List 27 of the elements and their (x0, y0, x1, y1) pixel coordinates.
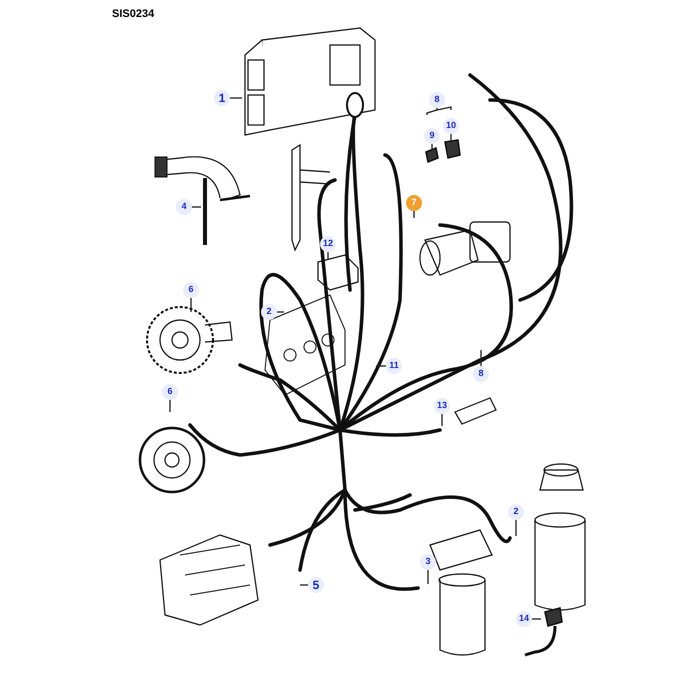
callout-number: 2 (508, 504, 524, 520)
callout-number: 4 (176, 199, 192, 215)
callout-number: 3 (420, 554, 436, 570)
leader-line (480, 350, 482, 366)
leader-line (169, 400, 171, 412)
leader-line (230, 97, 242, 99)
callout-number: 8 (429, 92, 445, 108)
callout-number: 7 (406, 195, 422, 211)
callout-number: 10 (443, 118, 459, 134)
callout-number: 5 (308, 577, 324, 593)
callout-number: 14 (516, 611, 532, 627)
leader-line (190, 298, 192, 312)
leader-line (376, 365, 386, 367)
callout-number: 8 (473, 366, 489, 382)
callout-number: 6 (162, 384, 178, 400)
callout-number: 1 (214, 90, 230, 106)
callout-number: 9 (424, 128, 440, 144)
leader-line (515, 520, 517, 536)
callout-number: 13 (434, 398, 450, 414)
callout-number: 12 (320, 236, 336, 252)
callout-number: 2 (261, 304, 277, 320)
callout-number: 6 (183, 282, 199, 298)
leader-line (427, 570, 429, 584)
callout-number: 11 (386, 358, 402, 374)
leader-line (441, 414, 443, 426)
drawing-number: SIS0234 (112, 7, 154, 22)
leader-line (426, 106, 452, 116)
